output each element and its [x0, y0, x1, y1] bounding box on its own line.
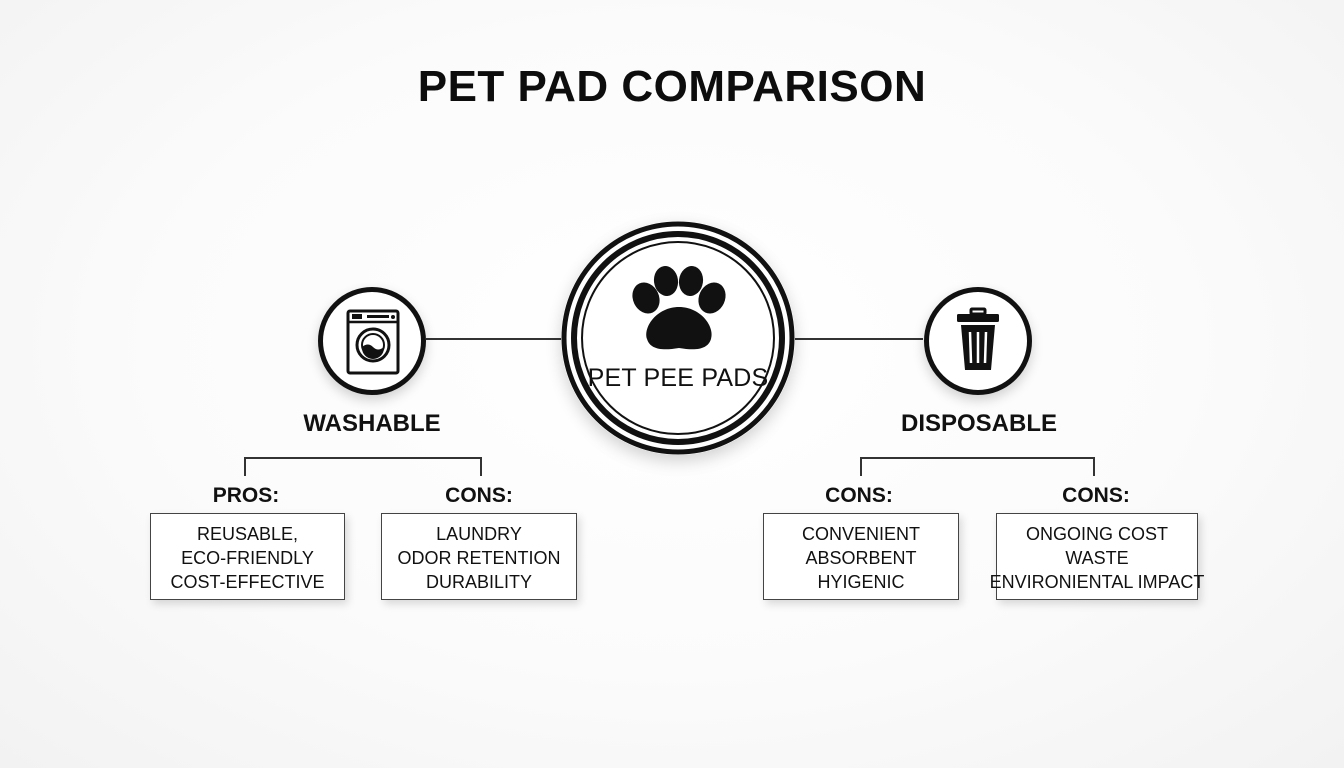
disposable-label: DISPOSABLE: [900, 410, 1058, 437]
disposable-node: [924, 287, 1032, 395]
washable-label: WASHABLE: [303, 410, 441, 437]
disposable-bracket: [860, 457, 1095, 476]
washable-node: [318, 287, 426, 395]
washing-machine-icon: [346, 309, 400, 375]
list-item: DURABILITY: [425, 571, 533, 592]
list-item: LAUNDRY: [436, 523, 522, 544]
disposable-cons-heading: CONS:: [1062, 484, 1130, 507]
washable-cons-heading: CONS:: [445, 484, 513, 507]
washable-pros-heading: PROS:: [212, 484, 280, 507]
washable-cons-box: LAUNDRY ODOR RETENTION DURABILITY: [381, 513, 577, 600]
list-item: COST-EFFECTIVE: [170, 571, 325, 592]
list-item: ENVIRONIENTAL IMPACT: [989, 571, 1205, 592]
center-label: PET PEE PADS: [587, 364, 769, 392]
list-item: ABSORBENT: [805, 547, 917, 568]
list-item: CONVENIENT: [801, 523, 920, 544]
list-item: ECO-FRIENDLY: [181, 547, 314, 568]
center-ring: [561, 221, 795, 455]
trash-can-icon: [957, 307, 999, 370]
disposable-pros-box: CONVENIENT ABSORBENT HYIGENIC: [763, 513, 959, 600]
list-item: REUSABLE,: [196, 523, 299, 544]
list-item: ODOR RETENTION: [397, 547, 561, 568]
list-item: ONGOING COST: [1025, 523, 1168, 544]
disposable-cons-box: ONGOING COST WASTE ENVIRONIENTAL IMPACT: [990, 513, 1204, 600]
paw-icon: [632, 266, 726, 350]
diagram-title: PET PAD COMPARISON: [417, 62, 927, 111]
washable-bracket: [244, 457, 482, 476]
disposable-pros-heading: CONS:: [825, 484, 893, 507]
center-node: [561, 221, 795, 455]
list-item: WASTE: [1065, 547, 1129, 568]
washable-pros-box: REUSABLE, ECO-FRIENDLY COST-EFFECTIVE: [150, 513, 345, 600]
list-item: HYIGENIC: [817, 571, 905, 592]
